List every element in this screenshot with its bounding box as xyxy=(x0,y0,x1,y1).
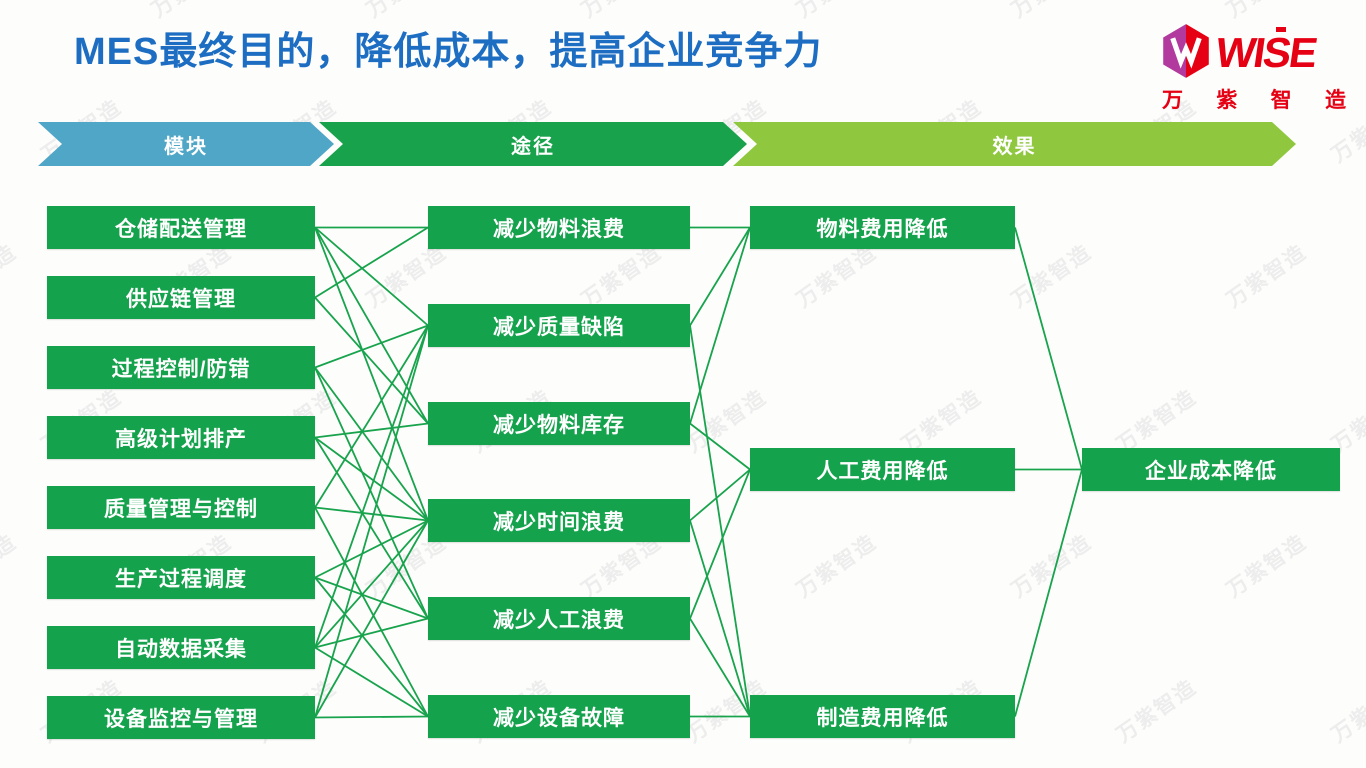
line-module4-path3 xyxy=(314,506,429,522)
line-module4-path5 xyxy=(314,507,429,717)
line-path2-effect0 xyxy=(689,227,751,424)
slide-title: MES最终目的，降低成本，提高企业竞争力 xyxy=(74,31,823,73)
logo-subtext: 万紫智造 xyxy=(1158,84,1350,114)
line-path1-effect0 xyxy=(689,227,751,326)
module-box-4: 质量管理与控制 xyxy=(47,486,315,529)
header-arrow-effects-label: 效果 xyxy=(992,135,1037,158)
module-box-6: 自动数据采集 xyxy=(47,626,315,669)
logo-mark: WISE xyxy=(1158,22,1350,80)
module-box-5: 生产过程调度 xyxy=(47,556,315,599)
path-box-2-label: 减少物料库存 xyxy=(493,413,625,437)
line-module7-path5 xyxy=(314,715,429,719)
header-arrow-modules-label: 模块 xyxy=(164,135,208,158)
path-box-0: 减少物料浪费 xyxy=(428,206,690,249)
line-module7-path1 xyxy=(314,325,429,718)
module-box-0-label: 仓储配送管理 xyxy=(115,217,247,241)
module-box-1: 供应链管理 xyxy=(47,276,315,319)
path-box-3-label: 减少时间浪费 xyxy=(493,510,625,534)
line-module3-path2 xyxy=(314,422,429,439)
module-box-6-label: 自动数据采集 xyxy=(115,637,247,661)
line-module6-path5 xyxy=(314,646,429,718)
path-box-4: 减少人工浪费 xyxy=(428,597,690,640)
path-box-5: 减少设备故障 xyxy=(428,695,690,738)
header-arrow-effects: 效果 xyxy=(733,122,1296,166)
logo-wordmark-icon: WISE xyxy=(1218,27,1320,76)
effect-box-0: 物料费用降低 xyxy=(750,206,1015,249)
module-box-4-label: 质量管理与控制 xyxy=(104,497,258,521)
goal-box-label: 企业成本降低 xyxy=(1145,459,1277,483)
module-box-3-label: 高级计划排产 xyxy=(115,427,247,451)
logo-subtext-char: 万 xyxy=(1162,89,1183,112)
module-box-2: 过程控制/防错 xyxy=(47,346,315,389)
effect-box-1-label: 人工费用降低 xyxy=(816,459,949,483)
module-box-1-label: 供应链管理 xyxy=(126,287,236,311)
company-logo: WISE 万 紫 智 造 xyxy=(1158,22,1350,114)
line-module1-path2 xyxy=(314,296,429,425)
header-arrow-modules: 模块 xyxy=(38,122,334,166)
path-box-0-label: 减少物料浪费 xyxy=(493,217,625,241)
path-box-1-label: 减少质量缺陷 xyxy=(493,315,625,339)
module-box-7: 设备监控与管理 xyxy=(47,696,315,739)
effect-box-0-label: 物料费用降低 xyxy=(816,217,949,241)
module-box-3: 高级计划排产 xyxy=(47,416,315,459)
line-path4-effect2 xyxy=(689,618,751,717)
line-module5-path3 xyxy=(314,519,429,579)
logo-subtext-char: 紫 xyxy=(1216,89,1238,112)
effect-box-2-label: 制造费用降低 xyxy=(816,706,949,730)
line-effect2-goal xyxy=(1014,469,1083,717)
line-module2-path4 xyxy=(314,367,429,619)
path-box-2: 减少物料库存 xyxy=(428,402,690,445)
logo-hexagon-icon xyxy=(1163,24,1209,78)
line-module6-path1 xyxy=(314,325,429,648)
effect-box-1: 人工费用降低 xyxy=(750,448,1015,491)
path-box-4-label: 减少人工浪费 xyxy=(493,608,625,632)
line-module3-path3 xyxy=(314,436,429,522)
line-module0-path3 xyxy=(314,227,429,521)
header-arrow-paths-label: 途径 xyxy=(511,135,555,158)
line-module1-path0 xyxy=(314,226,429,299)
line-module5-path4 xyxy=(314,576,429,620)
line-module4-path1 xyxy=(314,325,429,508)
svg-text:WISE: WISE xyxy=(1218,29,1320,76)
path-box-1: 减少质量缺陷 xyxy=(428,304,690,347)
line-path3-effect2 xyxy=(689,520,751,717)
line-path1-effect2 xyxy=(689,325,751,717)
module-box-0: 仓储配送管理 xyxy=(47,206,315,249)
line-module3-path4 xyxy=(314,437,429,619)
line-path2-effect1 xyxy=(689,422,751,471)
goal-box: 企业成本降低 xyxy=(1082,448,1340,491)
line-module2-path3 xyxy=(314,366,429,522)
line-module7-path3 xyxy=(314,520,429,718)
path-box-5-label: 减少设备故障 xyxy=(493,706,625,730)
module-box-5-label: 生产过程调度 xyxy=(115,567,247,591)
module-box-2-label: 过程控制/防错 xyxy=(111,357,251,381)
effect-box-2: 制造费用降低 xyxy=(750,695,1015,738)
line-module0-path2 xyxy=(314,227,429,424)
line-module5-path5 xyxy=(314,576,429,718)
line-module0-path1 xyxy=(314,226,429,327)
logo-subtext-char: 智 xyxy=(1270,89,1292,112)
logo-subtext-char: 造 xyxy=(1324,89,1346,112)
path-box-3: 减少时间浪费 xyxy=(428,499,690,542)
line-module6-path4 xyxy=(314,617,429,649)
header-arrow-paths: 途径 xyxy=(319,122,747,166)
line-path3-effect1 xyxy=(689,468,751,522)
line-module6-path3 xyxy=(314,519,429,649)
line-path4-effect1 xyxy=(689,469,751,619)
module-box-7-label: 设备监控与管理 xyxy=(104,707,258,731)
line-effect0-goal xyxy=(1014,227,1083,470)
line-module2-path1 xyxy=(314,324,429,369)
